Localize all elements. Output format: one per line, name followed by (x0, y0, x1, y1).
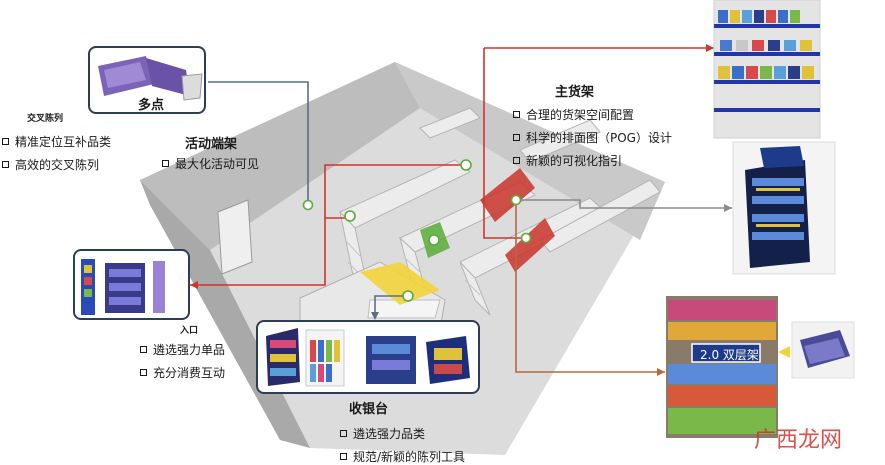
checkout-zone-yellow (360, 262, 440, 305)
entrance-callout (73, 249, 190, 320)
checkout-list-item: 遴选强力品类 (340, 425, 425, 442)
bullet-square-icon (340, 430, 347, 437)
bullet-square-icon (513, 134, 520, 141)
endcap-title: 活动端架 (185, 137, 238, 152)
double-layer-rack-label: 2.0 双层架 (700, 348, 759, 362)
main-shelf-zone-red-2 (505, 218, 555, 272)
cross-list-item: 高效的交叉陈列 (2, 156, 99, 173)
multi-point-label: 多点 (138, 98, 165, 113)
multi-point-clip-strip-image (98, 56, 203, 101)
bullet-square-icon (513, 157, 520, 164)
checkout-list-item: 规范/新颖的陈列工具 (340, 448, 465, 465)
bullet-square-icon (140, 346, 147, 353)
back-door (217, 199, 253, 275)
bullet-square-icon (340, 453, 347, 460)
bullet-square-icon (140, 369, 147, 376)
main-list-item: 科学的排面图（POG）设计 (513, 129, 672, 146)
bullet-square-icon (162, 160, 169, 167)
entrance-display-image (81, 259, 165, 315)
back-left-wall (140, 62, 420, 250)
multi-point-callout: 多点 (88, 46, 206, 114)
bullet-square-icon (2, 161, 9, 168)
endcap-list-item: 最大化活动可见 (162, 155, 259, 172)
bullet-square-icon (513, 111, 520, 118)
entrance-title: 入口 (180, 326, 199, 336)
entrance-list-item: 遴选强力单品 (140, 341, 225, 358)
main-list-item: 合理的货架空间配置 (513, 106, 634, 123)
node-markers (302, 159, 532, 302)
entrance-list-item: 充分消费互动 (140, 364, 225, 381)
cross-list-item: 精准定位互补品类 (2, 133, 111, 150)
main-list-item: 新颖的可视化指引 (513, 152, 622, 169)
checkout-callout (256, 320, 480, 394)
cross-display-title: 交叉陈列 (27, 114, 64, 124)
main-shelf-title: 主货架 (555, 85, 595, 100)
connector-lines (190, 47, 732, 373)
bullet-square-icon (2, 138, 9, 145)
checkout-desk (367, 299, 441, 319)
checkout-display-images (266, 328, 470, 387)
watermark-text: 广西龙网 (754, 428, 843, 453)
main-shelf-zone-red-1 (480, 168, 535, 222)
checkout-title: 收银台 (349, 402, 389, 417)
